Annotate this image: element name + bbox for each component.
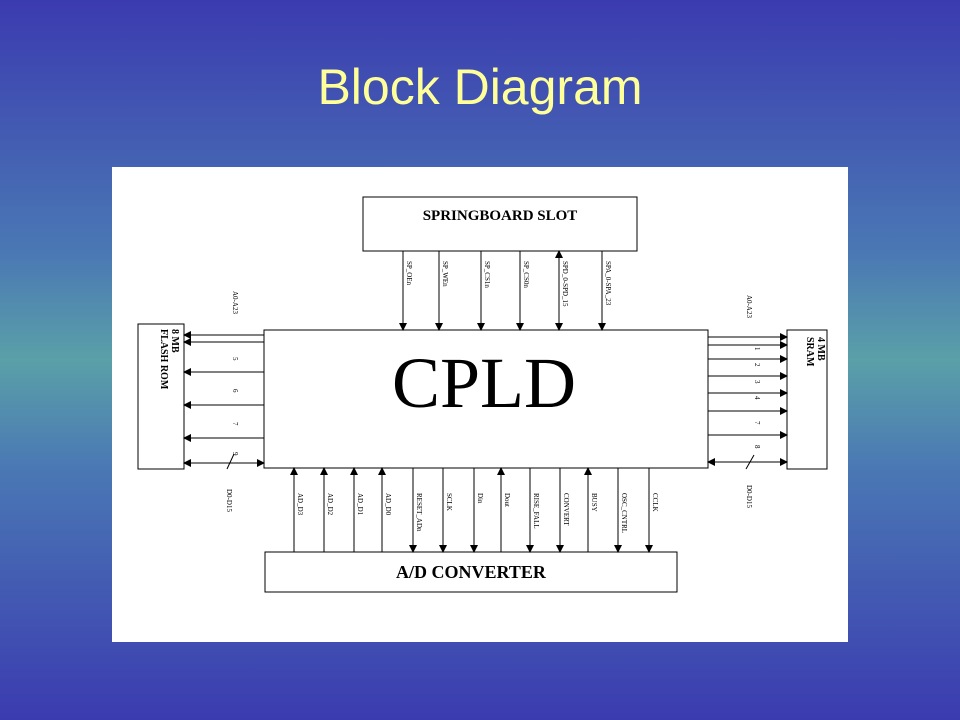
signal-ad-d1: AD_D1 [356,493,364,516]
signal-dout: Dout [503,493,511,507]
signal-convert: CONVERT [562,493,570,526]
flash-bus-mark-6: 6 [231,389,239,393]
signal-sclk: SCLK [445,493,453,511]
sram-address-label: A0-A23 [745,295,753,318]
sram-bus: A0-A23 D0-D15 1 2 3 4 7 8 [707,295,788,508]
slide-title: Block Diagram [317,59,643,115]
signal-osc-cntrl: OSC_CNTRL [620,493,628,533]
diagram-svg: SPRINGBOARD SLOT CPLD 8 MB FLASH ROM 4 M… [137,196,828,593]
sram-label-line1: 4 MB [815,337,826,361]
sram-bus-mark-1: 1 [753,347,761,351]
adc-label: A/D CONVERTER [396,562,547,582]
adc-signals: AD_D3 AD_D2 AD_D1 AD_D0 RESET_ADn SCLK D… [290,467,659,553]
signal-spa: SPA_0-SPA_23 [604,261,612,306]
signal-rise-fall: RISE_FALL [532,493,540,529]
sram-bus-mark-8: 8 [753,445,761,449]
cpld-label: CPLD [392,343,576,423]
signal-ad-d2: AD_D2 [326,493,334,516]
flash-bus-mark-7: 7 [231,422,239,426]
springboard-slot-label: SPRINGBOARD SLOT [423,208,578,224]
block-diagram: SPRINGBOARD SLOT CPLD 8 MB FLASH ROM 4 M… [112,167,848,642]
flash-bus-mark-5: 5 [231,357,239,361]
signal-din: Din [476,493,484,504]
flash-data-label: D0-D15 [225,489,233,512]
springboard-slot-box [362,196,638,252]
sram-bus-mark-4: 4 [753,396,761,400]
signal-cclk: CCLK [651,493,659,512]
sram-box [786,329,828,470]
flash-rom-label-line1: 8 MB [169,329,180,353]
sram-bus-mark-3: 3 [753,380,761,384]
flash-bus: A0-A23 D0-D15 5 6 7 9 [183,291,265,512]
springboard-signals: SP_OEn SP_WEn SP_CS1n SP_CS0n SPD_0-SPD_… [399,250,612,331]
signal-sp-cs1n: SP_CS1n [483,261,491,288]
flash-rom-label-line2: FLASH ROM [158,329,169,390]
flash-bus-mark-9: 9 [231,452,239,456]
signal-sp-wen: SP_WEn [441,261,449,287]
cpld-box [263,329,709,469]
signal-sp-oen: SP_OEn [405,261,413,286]
signal-busy: BUSY [590,493,598,512]
sram-label-line2: SRAM [804,337,815,367]
sram-data-label: D0-D15 [745,485,753,508]
signal-ad-d0: AD_D0 [384,493,392,516]
sram-bus-mark-7: 7 [753,421,761,425]
signal-spd: SPD_0-SPD_15 [561,261,569,307]
signal-reset-adn: RESET_ADn [415,493,423,532]
sram-bus-mark-2: 2 [753,363,761,367]
flash-address-label: A0-A23 [231,291,239,314]
signal-sp-cs0n: SP_CS0n [522,261,530,288]
signal-ad-d3: AD_D3 [296,493,304,516]
flash-rom-box [137,323,185,470]
